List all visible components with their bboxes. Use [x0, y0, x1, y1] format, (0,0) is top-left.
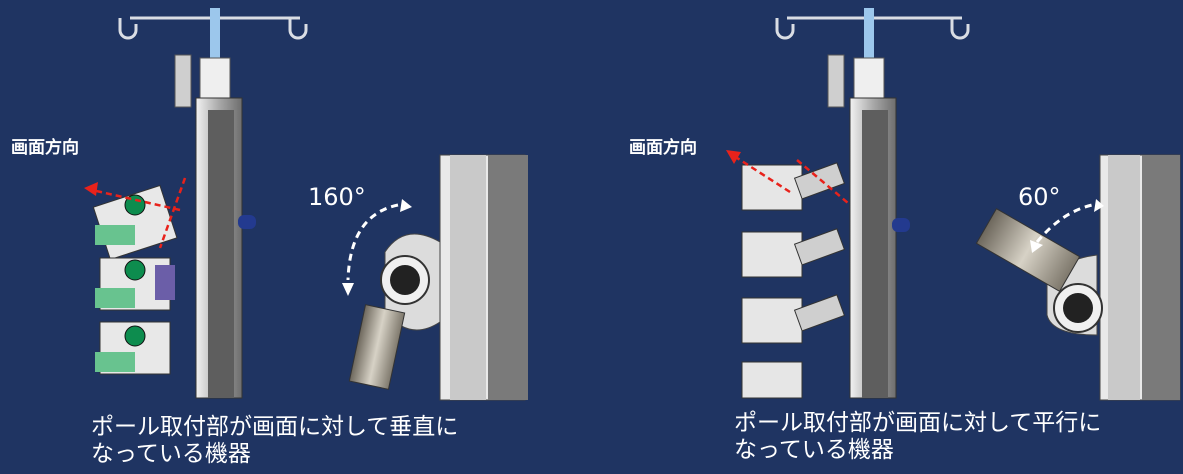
left-illustration	[84, 8, 528, 401]
pump-device-icon	[741, 162, 846, 211]
caption-line-2: なっている機器	[734, 437, 894, 463]
angle-label: 160°	[308, 183, 366, 211]
pole-clamp-top	[853, 57, 885, 99]
pole-side-rod	[827, 54, 845, 108]
caption-line-2: なっている機器	[91, 441, 251, 467]
direction-label: 画面方向	[11, 138, 79, 158]
pole-clamp-icon	[975, 154, 1181, 401]
left-panel: 画面方向 160° ポール取付部が画面に対して垂直に なっている機器	[0, 0, 591, 474]
pump-device-icon	[92, 184, 178, 261]
pole-top	[210, 8, 220, 60]
rotation-arrowhead-bottom	[342, 283, 354, 296]
pump-device-icon	[741, 228, 846, 278]
pole-knob	[238, 215, 256, 229]
direction-arrowhead	[84, 182, 98, 196]
iv-pole-hook-icon	[775, 16, 970, 40]
pole-inner	[208, 110, 234, 398]
rotation-arrow-icon	[1035, 203, 1093, 243]
caption-line-1: ポール取付部が画面に対して平行に	[734, 410, 1102, 436]
pole-clamp-icon	[348, 154, 528, 401]
rotation-arrowhead-bottom	[1030, 240, 1043, 253]
direction-arrowhead	[726, 150, 741, 164]
pump-device-icon	[741, 361, 803, 399]
caption-line-1: ポール取付部が画面に対して垂直に	[91, 414, 459, 440]
direction-arrow-icon	[733, 154, 849, 204]
direction-arrow-icon	[91, 177, 187, 249]
pole-side-rod	[174, 54, 192, 108]
pole-clamp-top	[199, 57, 231, 99]
rotation-arrow-icon	[346, 203, 399, 281]
pump-device-icon	[95, 257, 175, 311]
right-illustration	[726, 8, 1181, 401]
pole-inner	[862, 110, 888, 398]
pump-device-icon	[95, 321, 171, 375]
rotation-arrowhead-top	[1094, 199, 1104, 212]
direction-label: 画面方向	[629, 138, 697, 158]
rotation-arrowhead-top	[400, 199, 412, 212]
pump-device-icon	[741, 294, 846, 344]
angle-label: 60°	[1018, 183, 1061, 211]
pole-knob	[892, 218, 910, 232]
pole-top	[864, 8, 874, 60]
right-panel: 画面方向 60° ポール取付部が画面に対して平行に なっている機器	[592, 0, 1183, 474]
